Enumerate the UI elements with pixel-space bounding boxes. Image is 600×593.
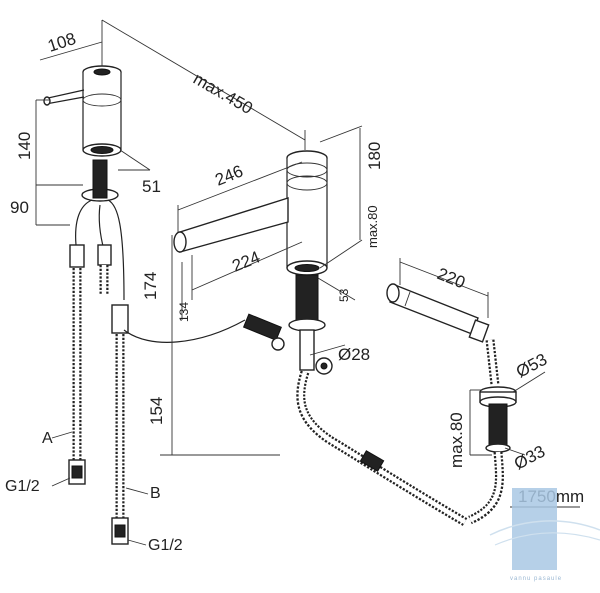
hand-shower (386, 258, 490, 343)
hose-middle (97, 244, 112, 295)
dim-dia-33: Ø33 (511, 442, 548, 474)
dim-90: 90 (10, 198, 29, 217)
dim-134: 134 (177, 302, 191, 322)
dim-dia-28: Ø28 (338, 345, 370, 364)
dim-53-small: 53 (337, 288, 351, 302)
dim-224: 224 (229, 247, 262, 275)
mixer-base-connectors (75, 159, 125, 301)
dimension-lines-spout (160, 125, 363, 456)
mixer-body-small (43, 65, 122, 157)
spout-mixer (123, 150, 333, 375)
dim-220: 220 (435, 264, 468, 292)
dim-108: 108 (45, 29, 78, 56)
dim-51: 51 (142, 177, 161, 196)
dim-180: 180 (365, 142, 384, 170)
dim-174: 174 (141, 272, 160, 300)
dimension-lines-left (35, 19, 306, 226)
shower-holder (468, 339, 580, 525)
label-thread-a: G1/2 (5, 478, 40, 495)
label-hose-a: A (42, 430, 53, 447)
dim-max-80-base: max.80 (447, 412, 466, 468)
dim-dia-53: Ø53 (513, 350, 550, 382)
pullout-hose (296, 370, 468, 526)
dim-max-450: max.450 (190, 69, 256, 118)
hose-a (68, 244, 86, 485)
watermark-logo (489, 488, 600, 570)
label-hose-b: B (150, 485, 161, 502)
label-thread-b: G1/2 (148, 537, 183, 554)
dim-154: 154 (147, 397, 166, 425)
dim-max-80-top: max.80 (365, 205, 380, 248)
watermark-text: vannu pasaule (510, 576, 562, 582)
dim-140: 140 (15, 132, 34, 160)
hose-b (111, 304, 129, 545)
